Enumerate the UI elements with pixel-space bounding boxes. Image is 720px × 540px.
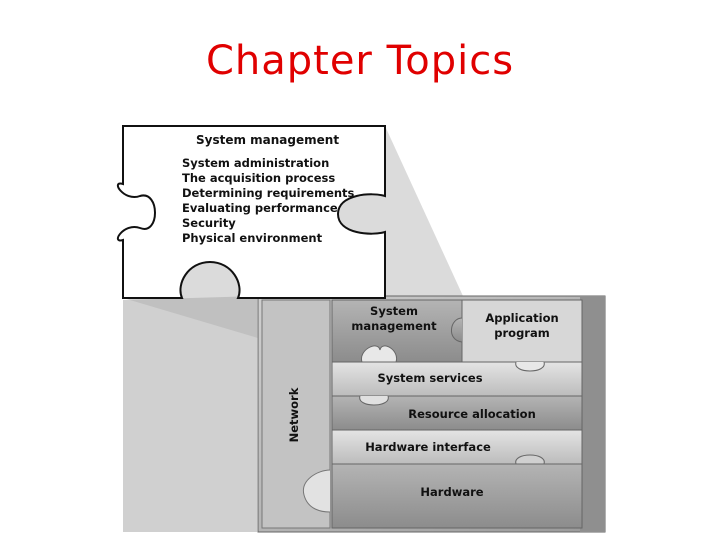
callout-item: Physical environment [182, 231, 323, 245]
callout-piece [116, 125, 386, 299]
hardware-interface-label: Hardware interface [365, 440, 491, 454]
hardware-label: Hardware [420, 485, 483, 499]
application-program-label: program [494, 326, 549, 340]
resource-allocation-label: Resource allocation [408, 407, 536, 421]
system-services-label: System services [377, 371, 482, 385]
callout-item: Evaluating performance [182, 201, 338, 215]
page-title: Chapter Topics [205, 38, 515, 84]
callout-item: Security [182, 216, 236, 230]
hardware-interface-piece [331, 429, 583, 465]
callout-item: The acquisition process [182, 171, 335, 185]
system-management-piece [331, 299, 463, 363]
application-program-label: Application [485, 311, 558, 325]
application-program-piece [451, 299, 583, 363]
callout-item: Determining requirements [182, 186, 355, 200]
callout-item: System administration [182, 156, 329, 170]
hardware-piece [331, 463, 583, 529]
system-management-label: management [351, 319, 437, 333]
system-services-piece [331, 361, 583, 397]
resource-allocation-piece [331, 395, 583, 431]
system-management-label: System [370, 304, 418, 318]
network-label: Network [287, 387, 301, 442]
network-piece [261, 299, 331, 529]
callout-heading: System management [196, 133, 339, 147]
